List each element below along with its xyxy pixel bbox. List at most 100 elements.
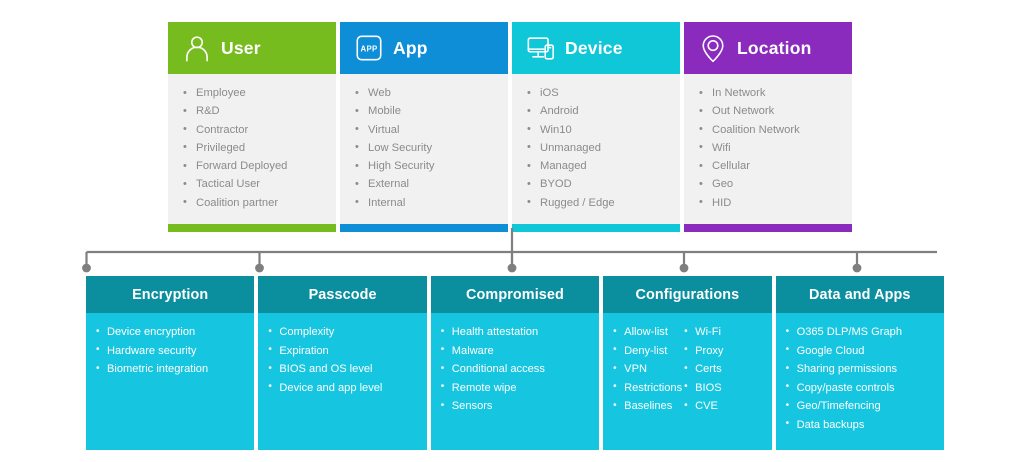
bottom-card-title: Data and Apps [809,286,911,303]
list-item: Employee [182,83,330,102]
connector-dot-3 [507,263,517,273]
bottom-card-list: Allow-listDeny-listVPNRestrictionsBaseli… [613,323,682,444]
list-item: Cellular [698,157,846,176]
list-item: Web [354,83,502,102]
list-item: CVE [684,397,750,416]
list-item: Wifi [698,138,846,157]
top-card-body: iOSAndroidWin10UnmanagedManagedBYODRugge… [512,74,680,224]
list-item: High Security [354,157,502,176]
list-item: Managed [526,157,674,176]
list-item: External [354,175,502,194]
bottom-card-title: Encryption [132,286,209,303]
list-item: Win10 [526,120,674,139]
bottom-card-header: Data and Apps [775,276,944,313]
list-item: Mobile [354,102,502,121]
list-item: Internal [354,193,502,212]
top-card-list: EmployeeR&DContractorPrivilegedForward D… [182,83,330,212]
list-item: Sharing permissions [786,360,939,379]
top-card-location[interactable]: Location In NetworkOut NetworkCoalition N… [684,22,852,232]
bottom-card-list: ComplexityExpirationBIOS and OS levelDev… [268,323,421,444]
bottom-card-row: EncryptionDevice encryptionHardware secu… [86,276,952,450]
connector-dot-2 [255,263,264,273]
top-card-list: WebMobileVirtualLow SecurityHigh Securit… [354,83,502,212]
bottom-card-passcode[interactable]: PasscodeComplexityExpirationBIOS and OS … [258,276,427,450]
bottom-card-header: Configurations [603,276,772,313]
list-item: Geo [698,175,846,194]
list-item: Restrictions [613,378,682,398]
list-item: BIOS [684,378,750,398]
bottom-card-body: Allow-listDeny-listVPNRestrictionsBaseli… [603,313,771,450]
top-card-header-user: User [168,22,336,74]
list-item: In Network [698,83,846,102]
list-item: Expiration [268,341,421,361]
top-card-app[interactable]: APP AppWebMobileVirtualLow SecurityHigh S… [340,22,508,232]
list-item: VPN [613,360,682,379]
top-card-title: App [393,37,428,58]
top-card-user[interactable]: UserEmployeeR&DContractorPrivilegedForwa… [168,22,336,232]
bottom-card-list: O365 DLP/MS GraphGoogle CloudSharing per… [786,323,939,444]
list-item: Malware [441,341,594,361]
top-card-header-location: Location [684,22,852,74]
list-item: Conditional access [441,360,594,379]
list-item: Rugged / Edge [526,193,674,212]
top-card-device[interactable]: Device iOSAndroidWin10UnmanagedManagedBYO… [512,22,680,232]
bottom-card-body: O365 DLP/MS GraphGoogle CloudSharing per… [776,313,944,450]
list-item: Unmanaged [526,138,674,157]
connector-lines [82,228,937,273]
top-card-title: Device [565,37,623,58]
list-item: Tactical User [182,175,330,194]
top-card-row: UserEmployeeR&DContractorPrivilegedForwa… [168,22,852,232]
bottom-card-encryption[interactable]: EncryptionDevice encryptionHardware secu… [86,276,255,450]
top-card-header-app: APP App [340,22,508,74]
list-item: Deny-list [613,341,682,361]
bottom-card-data-and-apps[interactable]: Data and AppsO365 DLP/MS GraphGoogle Clo… [775,276,944,450]
list-item: Allow-list [613,323,682,342]
list-item: Contractor [182,120,330,139]
list-item: Coalition partner [182,193,330,212]
bottom-card-title: Compromised [466,286,564,303]
list-item: Low Security [354,138,502,157]
bottom-card-list: Wi-FiProxyCertsBIOSCVE [684,323,750,444]
bottom-card-configurations[interactable]: ConfigurationsAllow-listDeny-listVPNRest… [603,276,772,450]
list-item: Hardware security [96,341,249,361]
list-item: Complexity [268,323,421,342]
top-card-title: Location [737,37,812,58]
top-card-header-device: Device [512,22,680,74]
list-item: R&D [182,102,330,121]
list-item: Android [526,102,674,121]
bottom-card-title: Passcode [308,286,377,303]
bottom-card-header: Passcode [258,276,427,313]
list-item: Forward Deployed [182,157,330,176]
connector-dot-4 [679,263,689,273]
top-card-body: WebMobileVirtualLow SecurityHigh Securit… [340,74,508,224]
top-card-title: User [221,37,261,58]
list-item: Sensors [441,397,594,416]
top-card-body: In NetworkOut NetworkCoalition NetworkWi… [684,74,852,224]
bottom-card-header: Compromised [430,276,600,313]
connector-dot-1 [82,263,91,273]
map-pin-icon [702,35,724,63]
list-item: Proxy [684,341,750,361]
app-square-icon: APP [356,35,382,61]
list-item: HID [698,193,846,212]
list-item: iOS [526,83,674,102]
top-card-list: iOSAndroidWin10UnmanagedManagedBYODRugge… [526,83,674,212]
top-card-list: In NetworkOut NetworkCoalition NetworkWi… [698,83,846,212]
list-item: Coalition Network [698,120,846,139]
bottom-card-list: Health attestationMalwareConditional acc… [441,323,594,444]
list-item: Virtual [354,120,502,139]
top-card-footer-bar [168,224,336,232]
person-icon [186,36,208,62]
list-item: BYOD [526,175,674,194]
bottom-card-compromised[interactable]: CompromisedHealth attestationMalwareCond… [430,276,600,450]
list-item: Device encryption [96,323,249,342]
monitor-phone-icon [527,37,554,60]
list-item: Certs [684,360,750,379]
bottom-card-body: ComplexityExpirationBIOS and OS levelDev… [258,313,426,450]
top-card-footer-bar [684,224,852,232]
bottom-card-body: Health attestationMalwareConditional acc… [431,313,599,450]
list-item: Out Network [698,102,846,121]
list-item: O365 DLP/MS Graph [786,323,939,342]
list-item: Baselines [613,397,682,416]
